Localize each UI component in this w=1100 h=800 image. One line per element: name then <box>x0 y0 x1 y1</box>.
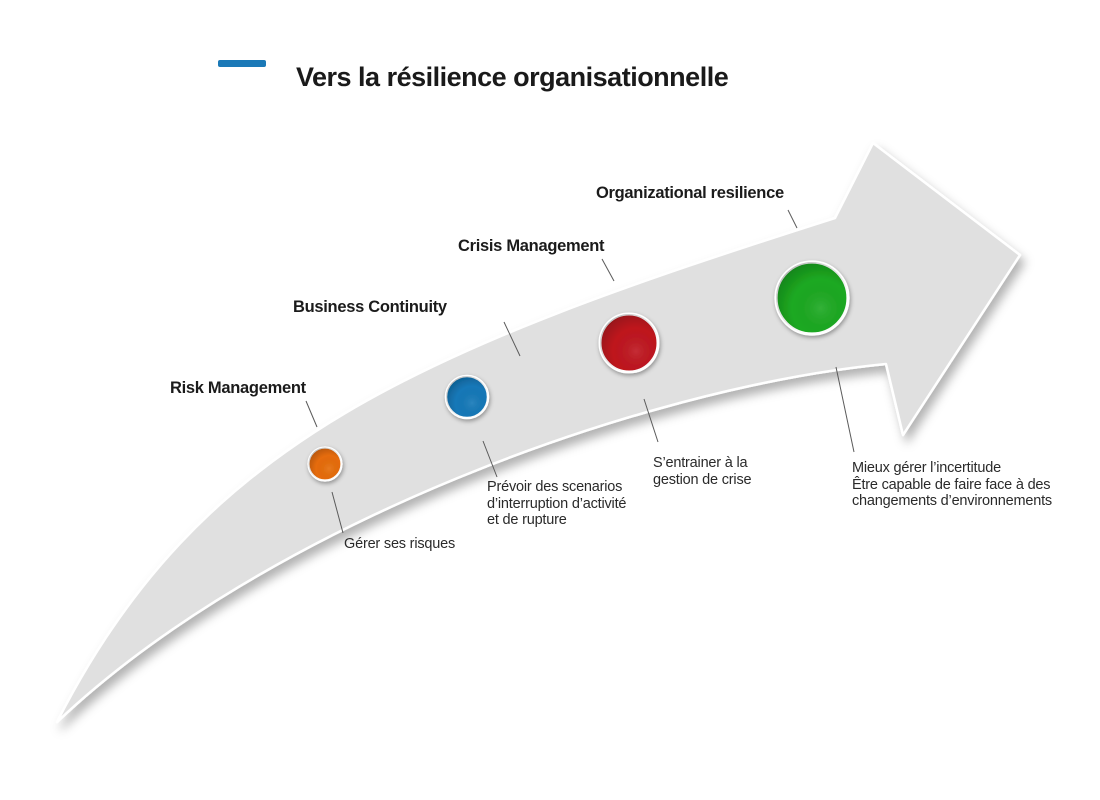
stage-label-organizational-resilience: Organizational resilience <box>596 184 784 202</box>
stage-label-business-continuity: Business Continuity <box>293 298 447 316</box>
leader-line-continuity-label <box>503 321 521 357</box>
description-line: changements d’environnements <box>852 493 1052 509</box>
title-accent-dash <box>218 60 266 67</box>
description-line: Prévoir des scenarios <box>487 479 623 495</box>
description-line: gestion de crise <box>653 471 752 488</box>
page-title: Vers la résilience organisationnelle <box>296 62 729 93</box>
leader-line-risk-label <box>305 400 318 428</box>
description-line: Gérer ses risques <box>344 536 456 552</box>
leader-line-continuity-desc <box>482 440 498 478</box>
leader-line-crisis-desc <box>643 398 659 443</box>
stage-description-risk-management: Gérer ses risques <box>344 536 455 553</box>
leader-lines <box>305 209 855 534</box>
growth-arrow <box>55 141 1022 724</box>
stage-dot-shade-continuity <box>446 376 488 418</box>
leader-line-risk-desc <box>331 491 344 534</box>
leader-line-resilience-label <box>787 209 798 229</box>
description-line: d’interruption d’activité <box>487 495 627 512</box>
stage-description-business-continuity: Prévoir des scenarios d’interruption d’a… <box>487 479 626 529</box>
stage-dot-shade-resilience <box>776 262 848 334</box>
description-line: Être capable de faire face à des <box>852 476 1051 493</box>
stage-description-crisis-management: S’entrainer à la gestion de crise <box>653 455 752 488</box>
leader-line-resilience-desc <box>835 366 855 453</box>
leader-line-crisis-label <box>601 258 615 282</box>
stage-dot-shade-crisis <box>600 314 658 372</box>
stage-dot-shade-risk <box>308 447 342 481</box>
stage-description-organizational-resilience: Mieux gérer l’incertitude Être capable d… <box>852 460 1052 510</box>
description-line: S’entrainer à la <box>653 455 748 471</box>
description-line: et de rupture <box>487 512 567 528</box>
stage-label-crisis-management: Crisis Management <box>458 237 605 255</box>
description-line: Mieux gérer l’incertitude <box>852 460 1001 476</box>
stage-label-risk-management: Risk Management <box>170 379 306 397</box>
